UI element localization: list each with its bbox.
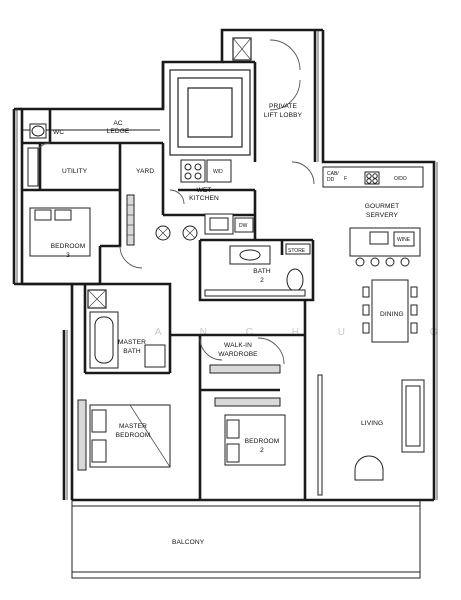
living-label: LIVING bbox=[361, 420, 383, 427]
store-label: STORE bbox=[288, 248, 306, 254]
utility-label: UTILITY bbox=[62, 168, 88, 175]
washer-dryer-label: W/D bbox=[213, 169, 223, 175]
wc-label: WC bbox=[53, 129, 64, 136]
oven-label: O/DO bbox=[394, 176, 407, 182]
dining-label: DINING bbox=[380, 311, 404, 318]
watermark-text: V A N C H U N G bbox=[110, 327, 456, 338]
door-swings bbox=[35, 39, 315, 365]
fridge-label: F bbox=[344, 176, 347, 182]
fixtures bbox=[27, 37, 425, 481]
wine-label: WINE bbox=[397, 237, 411, 243]
appliance-labels: W/D DW CAB/DD F O/DO WINE bbox=[213, 169, 411, 243]
windows bbox=[16, 30, 438, 501]
cabinet-dd-label: CAB/DD bbox=[327, 171, 339, 183]
balcony-label: BALCONY bbox=[172, 539, 205, 546]
yard-label: YARD bbox=[136, 168, 154, 175]
dishwasher-label: DW bbox=[239, 223, 248, 229]
